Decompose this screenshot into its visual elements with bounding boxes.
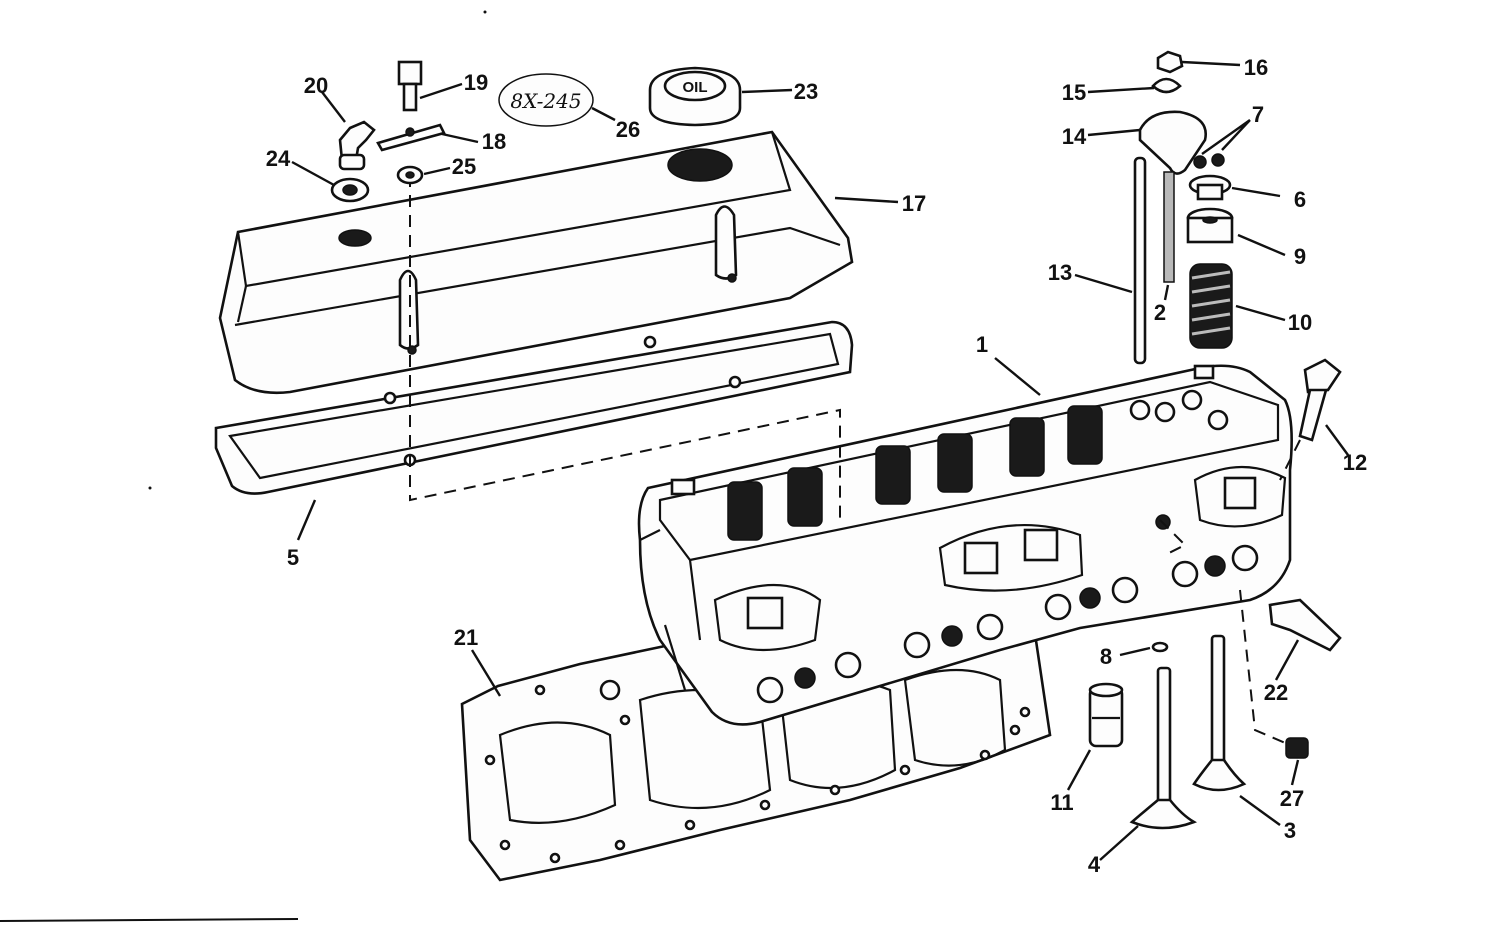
exhaust-valve bbox=[1192, 634, 1247, 792]
callout-11: 11 bbox=[1050, 790, 1073, 815]
leader-lines bbox=[291, 60, 1349, 861]
valve-lifter bbox=[1088, 682, 1124, 748]
vent-grommet bbox=[330, 153, 370, 203]
callout-7: 7 bbox=[1252, 102, 1264, 127]
callout-12: 12 bbox=[1343, 450, 1367, 475]
callout-4: 4 bbox=[1088, 852, 1101, 877]
callout-17: 17 bbox=[902, 191, 926, 216]
callout-1: 1 bbox=[976, 332, 988, 357]
callout-16: 16 bbox=[1244, 55, 1268, 80]
callout-6: 6 bbox=[1294, 187, 1306, 212]
hold-down-washer bbox=[376, 123, 446, 152]
callout-21: 21 bbox=[454, 625, 478, 650]
oil-cap-text: OIL bbox=[683, 79, 708, 96]
valve-keys bbox=[1193, 153, 1225, 169]
callout-15: 15 bbox=[1062, 80, 1086, 105]
intake-valve bbox=[1129, 666, 1198, 830]
push-rod bbox=[1133, 156, 1147, 365]
callout-18: 18 bbox=[482, 129, 506, 154]
core-plug bbox=[1285, 737, 1309, 759]
spring-cap bbox=[1188, 174, 1232, 201]
callout-25: 25 bbox=[452, 154, 476, 179]
callout-13: 13 bbox=[1048, 260, 1072, 285]
scan-speck bbox=[483, 10, 487, 14]
callout-2: 2 bbox=[1154, 300, 1166, 325]
callout-24: 24 bbox=[266, 146, 291, 171]
callout-22: 22 bbox=[1264, 680, 1288, 705]
installed-valve-springs bbox=[727, 405, 1103, 541]
rocker-arm-cover bbox=[218, 130, 854, 395]
part-number-tag: 8X-245 bbox=[498, 73, 594, 127]
callout-labels: 1 2 3 4 5 6 7 8 9 10 11 12 13 14 15 16 1… bbox=[266, 55, 1367, 877]
rocker-nut bbox=[1156, 50, 1184, 74]
sensor-alignment-line-1 bbox=[1159, 519, 1187, 556]
part-tag-text: 8X-245 bbox=[510, 89, 581, 113]
callout-23: 23 bbox=[794, 79, 818, 104]
callout-20: 20 bbox=[304, 73, 328, 98]
cylinder-head bbox=[637, 364, 1293, 726]
oil-filler-cap: OIL bbox=[648, 66, 742, 127]
valve-seal bbox=[1151, 641, 1169, 653]
temperature-sender bbox=[1268, 598, 1342, 652]
callout-26: 26 bbox=[616, 117, 640, 142]
callout-19: 19 bbox=[464, 70, 488, 95]
callout-5: 5 bbox=[287, 545, 299, 570]
callout-8: 8 bbox=[1100, 644, 1112, 669]
callout-10: 10 bbox=[1288, 310, 1312, 335]
valve-shield bbox=[1186, 207, 1234, 244]
head-bolt bbox=[1298, 358, 1342, 442]
rocker-stud bbox=[1163, 171, 1175, 283]
callout-27: 27 bbox=[1280, 786, 1304, 811]
valve-spring bbox=[1189, 263, 1233, 349]
cover-alignment-line bbox=[409, 175, 841, 520]
pivot-ball bbox=[1151, 77, 1182, 94]
sensor-alignment-line-2 bbox=[1239, 589, 1291, 746]
callout-3: 3 bbox=[1284, 818, 1296, 843]
bottom-scan-line bbox=[0, 918, 299, 922]
bolt-alignment-line bbox=[1279, 439, 1301, 481]
cover-bolt bbox=[397, 60, 423, 112]
callout-14: 14 bbox=[1062, 124, 1087, 149]
callout-9: 9 bbox=[1294, 244, 1306, 269]
scan-speck-2 bbox=[148, 486, 152, 490]
